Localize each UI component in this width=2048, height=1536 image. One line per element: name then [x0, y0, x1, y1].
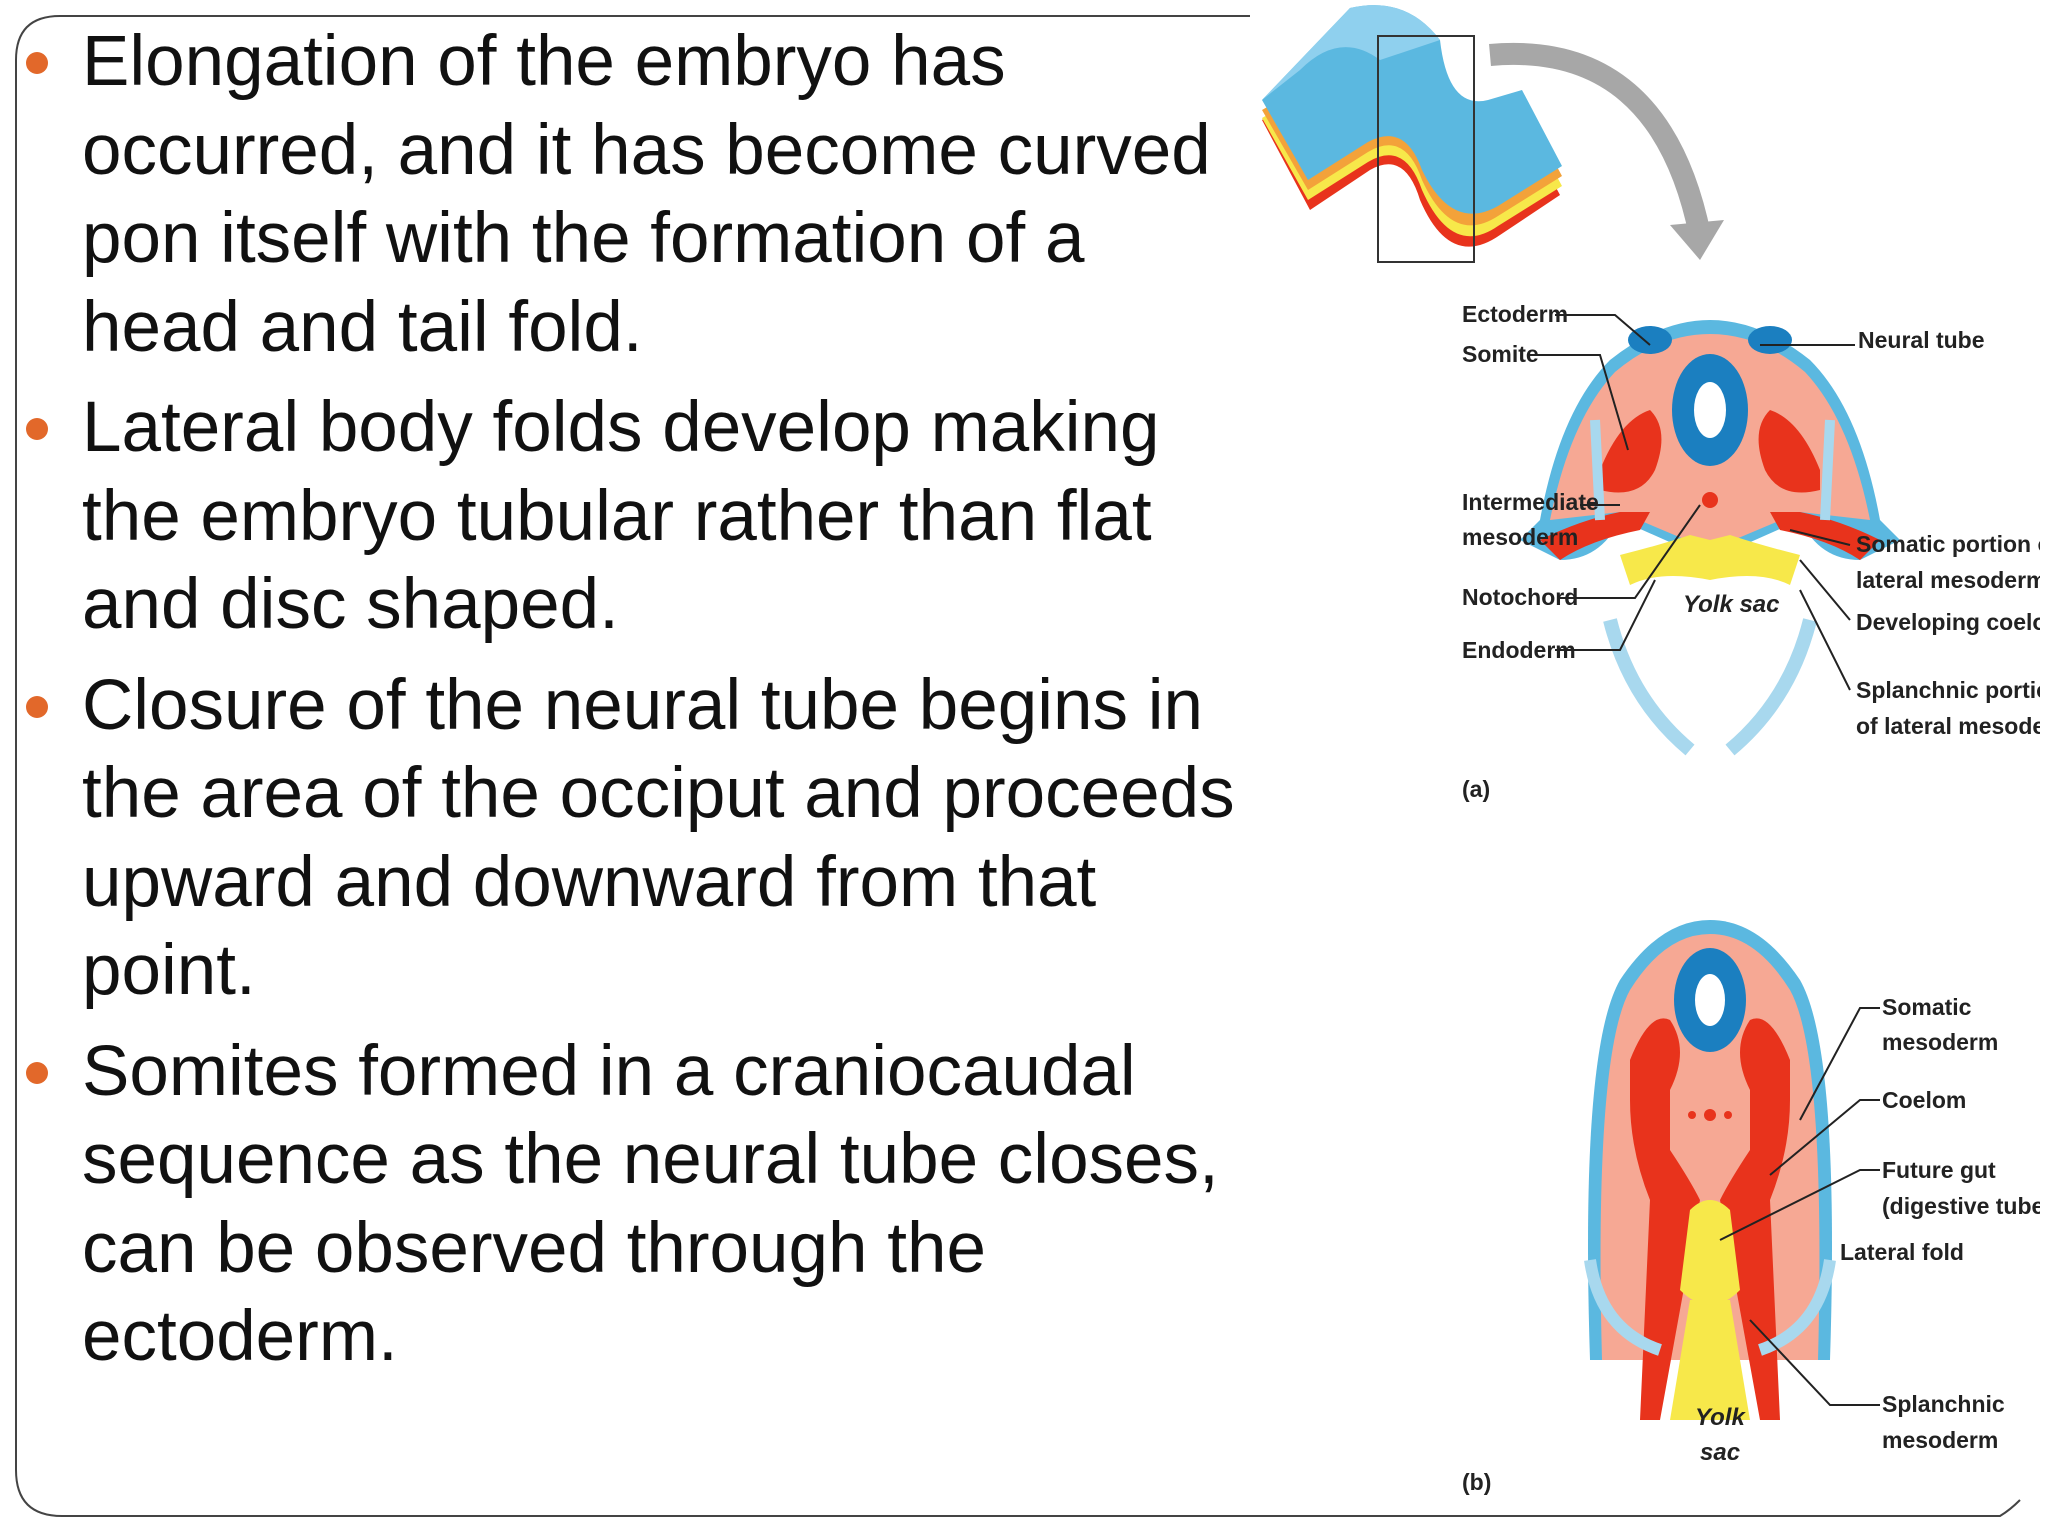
- bullet-text: Lateral body folds develop making the em…: [82, 388, 1160, 644]
- panel-label-b: (b): [1462, 1469, 1491, 1495]
- label-future-gut-2: (digestive tube): [1882, 1193, 2040, 1219]
- bullet-dot-icon: [26, 418, 48, 440]
- bullet-item: Elongation of the embryo has occurred, a…: [26, 18, 1252, 372]
- bullet-dot-icon: [26, 695, 48, 718]
- cross-section-b: Somatic mesoderm Coelom Future gut (dige…: [1462, 920, 2040, 1495]
- label-somatic-a-2: lateral mesoderm: [1856, 567, 2040, 593]
- bullet-text: Somites formed in a craniocaudal sequenc…: [82, 1031, 1219, 1377]
- bullet-item: Somites formed in a craniocaudal sequenc…: [26, 1028, 1252, 1382]
- label-ectoderm: Ectoderm: [1462, 301, 1568, 327]
- label-somatic-mesoderm-1: Somatic: [1882, 994, 1972, 1020]
- label-lateral-fold: Lateral fold: [1840, 1239, 1964, 1265]
- label-intermediate-1: Intermediate: [1462, 489, 1599, 515]
- panel-label-a: (a): [1462, 776, 1490, 802]
- label-intermediate-2: mesoderm: [1462, 524, 1578, 550]
- label-yolk-b-1: Yolk: [1695, 1404, 1746, 1431]
- bullet-item: Lateral body folds develop making the em…: [26, 384, 1252, 650]
- label-neural-tube: Neural tube: [1858, 327, 1985, 353]
- bullet-dot-icon: [26, 1061, 48, 1084]
- label-yolk-b-2: sac: [1700, 1439, 1740, 1466]
- bullet-item: Closure of the neural tube begins in the…: [26, 662, 1252, 1016]
- label-splanchnic-a-1: Splanchnic portion: [1856, 677, 2040, 703]
- label-somatic-a-1: Somatic portion of: [1856, 531, 2040, 557]
- embryo-figure: Ectoderm Somite Neural tube Intermediate…: [1262, 5, 2040, 1495]
- bullet-dot-icon: [26, 52, 48, 74]
- bullet-text: Closure of the neural tube begins in the…: [82, 665, 1235, 1011]
- cross-section-a: Ectoderm Somite Neural tube Intermediate…: [1462, 301, 2040, 802]
- label-yolk-sac-a: Yolk sac: [1683, 591, 1780, 618]
- bullet-list: Elongation of the embryo has occurred, a…: [26, 18, 1252, 1394]
- folded-embryo-sheet-illustration: [1262, 5, 1724, 263]
- label-developing-coelom: Developing coelom: [1856, 609, 2040, 635]
- label-splanchnic-mesoderm-2: mesoderm: [1882, 1427, 1998, 1453]
- label-future-gut-1: Future gut: [1882, 1157, 1996, 1183]
- label-splanchnic-a-2: of lateral mesoderm: [1856, 713, 2040, 739]
- label-coelom: Coelom: [1882, 1087, 1966, 1113]
- label-splanchnic-mesoderm-1: Splanchnic: [1882, 1391, 2005, 1417]
- bullet-text: Elongation of the embryo has occurred, a…: [82, 22, 1211, 367]
- label-notochord: Notochord: [1462, 584, 1578, 610]
- label-endoderm: Endoderm: [1462, 637, 1576, 663]
- label-somatic-mesoderm-2: mesoderm: [1882, 1029, 1998, 1055]
- label-somite: Somite: [1462, 341, 1539, 367]
